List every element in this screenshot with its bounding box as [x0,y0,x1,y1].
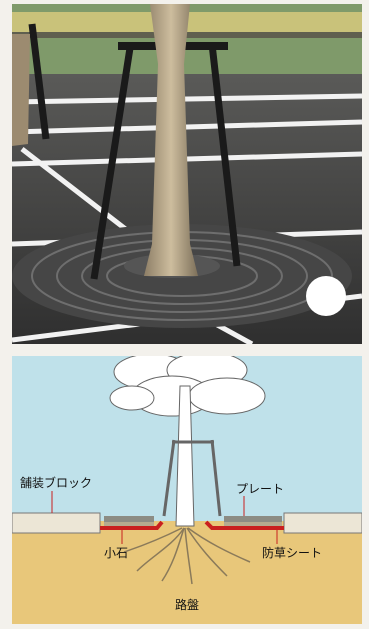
soil-layer [12,521,362,624]
weed-sheet-right [204,520,284,530]
diagram-trunk [175,385,195,527]
parking-lot-photo-svg [12,4,362,344]
pebbles-right [224,522,282,527]
white-ball [306,276,346,316]
paving-block-label: 舗装ブロック [20,476,93,490]
tree-roots [123,527,251,585]
roadbed-label: 路盤 [175,598,200,612]
structure-shadow [12,32,362,38]
paving-block-left [12,512,101,534]
plate-right [224,516,282,522]
plate-left [104,516,154,522]
tree-stakes [28,23,241,280]
parking-lot-photo [12,4,362,344]
cross-section-svg [12,356,362,624]
background-trunk [12,34,30,146]
diagram-stakes [162,439,222,517]
cross-section-diagram: 舗装ブロック プレート 小石 防草シート 路盤 [12,356,362,624]
tree-trunk [144,4,198,276]
weed-sheet-label: 防草シート [262,546,323,560]
paving-block-right [283,512,362,534]
tree-canopy [109,356,266,417]
pebbles-left [104,522,154,527]
plate-label: プレート [236,482,285,496]
weed-sheet-left [100,520,164,530]
leader-lines [51,491,278,544]
pebbles-label: 小石 [104,546,129,560]
